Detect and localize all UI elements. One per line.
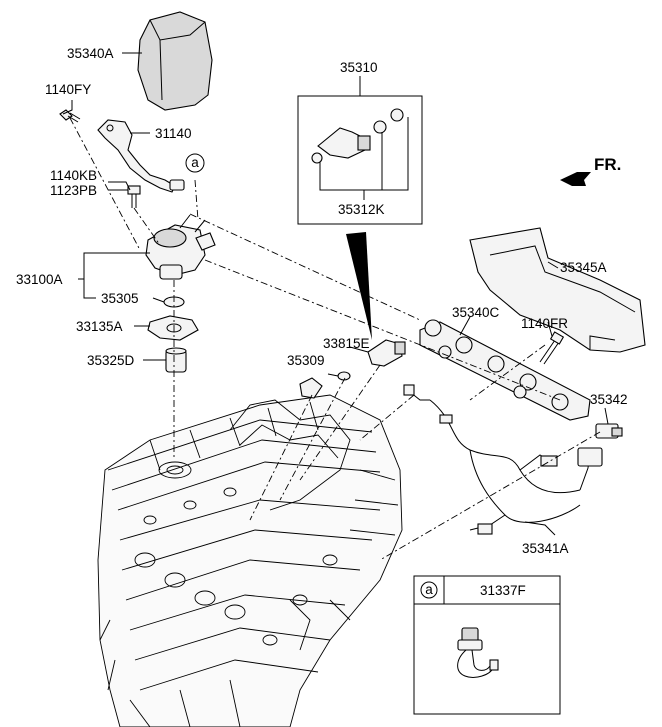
- fuel-pump-33100A: [145, 214, 216, 280]
- label-33815E: 33815E: [323, 336, 370, 351]
- front-label: FR.: [594, 155, 621, 174]
- label-35340C: 35340C: [452, 305, 500, 320]
- seal-35309: [299, 377, 323, 399]
- seal-ring-small: [311, 152, 323, 164]
- engine-block: [97, 394, 403, 727]
- label-35309: 35309: [287, 353, 325, 368]
- engine-cover-35340A: [137, 11, 213, 111]
- label-35305: 35305: [101, 291, 139, 306]
- bolt-1140FR: [539, 331, 565, 365]
- callout-a-label: a: [191, 155, 199, 170]
- label-1140KB: 1140KB: [50, 168, 97, 183]
- front-arrow-icon: [560, 172, 591, 186]
- label-35312K: 35312K: [338, 202, 385, 217]
- o-ring-33815E: [337, 371, 351, 381]
- injector-33815E: [367, 339, 406, 367]
- label-1123PB: 1123PB: [50, 183, 97, 198]
- inset-callout-label: a: [425, 582, 433, 597]
- inset-part-label: 31337F: [480, 583, 526, 598]
- leader-wedge: [346, 232, 372, 340]
- front-direction-indicator: FR.: [560, 155, 621, 186]
- part-labels: 35340A 1140FY 31140 1140KB 1123PB 33100A…: [16, 46, 628, 556]
- inset-box-31337F: a 31337F: [413, 575, 561, 715]
- wiring-harness-35341A: [403, 384, 603, 535]
- label-33100A: 33100A: [16, 272, 63, 287]
- label-1140FY: 1140FY: [45, 82, 91, 97]
- injector-35310: [317, 127, 371, 159]
- assembly-guide-lines: [69, 117, 601, 561]
- label-1140FR: 1140FR: [521, 316, 568, 331]
- callout-a: a: [185, 153, 205, 173]
- seal-ring-large: [390, 108, 404, 122]
- label-35310: 35310: [340, 60, 378, 75]
- bracket-31140: [97, 119, 185, 193]
- leader-lines: [62, 52, 609, 536]
- bolt-1123PB: [127, 185, 141, 208]
- label-35342: 35342: [590, 392, 628, 407]
- label-35341A: 35341A: [522, 541, 569, 556]
- sensor-35342: [595, 423, 623, 439]
- label-31140: 31140: [155, 126, 192, 141]
- bolt-1140FY: [59, 109, 81, 123]
- seal-ring-medium: [373, 120, 387, 134]
- rail-cover-35345A: [469, 227, 646, 353]
- label-35325D: 35325D: [87, 353, 135, 368]
- label-33135A: 33135A: [76, 319, 123, 334]
- pressure-sensor-31337F: [457, 627, 499, 678]
- label-35340A: 35340A: [67, 46, 114, 61]
- gasket-33135A: [147, 315, 199, 341]
- fuel-rail-35340C: [419, 319, 591, 421]
- lifter-35325D: [165, 347, 187, 373]
- label-35345A: 35345A: [560, 260, 607, 275]
